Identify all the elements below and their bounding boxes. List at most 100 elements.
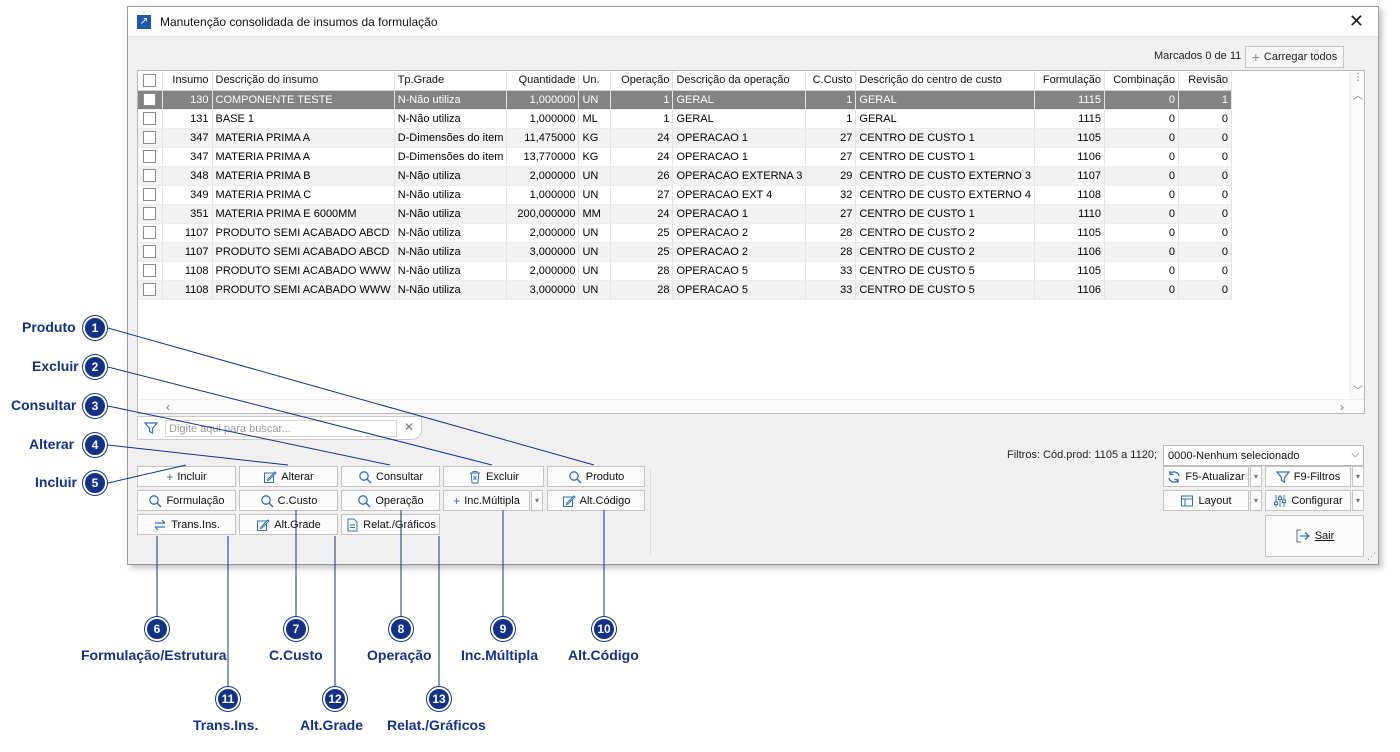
table-cell: N-Não utiliza bbox=[394, 90, 508, 110]
row-checkbox[interactable] bbox=[138, 261, 163, 281]
atualizar-dropdown[interactable]: ▾ bbox=[1250, 466, 1262, 487]
column-header[interactable]: Descrição do insumo bbox=[212, 71, 395, 91]
table-cell: N-Não utiliza bbox=[394, 109, 508, 129]
column-header[interactable]: Un. bbox=[578, 71, 612, 91]
row-checkbox[interactable] bbox=[138, 109, 163, 129]
sair-label: Sair bbox=[1314, 530, 1335, 542]
atualizar-button[interactable]: F5-Atualizar bbox=[1163, 466, 1249, 487]
table-cell: OPERACAO EXT 4 bbox=[672, 185, 807, 205]
operacao-button[interactable]: Operação bbox=[341, 490, 440, 511]
scroll-left-icon[interactable]: ‹ bbox=[166, 400, 170, 414]
row-checkbox[interactable] bbox=[138, 166, 163, 186]
callout-label-alt-codigo: Alt.Código bbox=[568, 647, 639, 663]
divider bbox=[650, 469, 651, 555]
resize-grip-icon[interactable]: ⋰ bbox=[1367, 551, 1376, 561]
row-checkbox[interactable] bbox=[138, 147, 163, 167]
table-cell: 0 bbox=[1178, 109, 1232, 129]
table-cell: 11,475000 bbox=[506, 128, 580, 148]
table-cell: 0 bbox=[1104, 166, 1179, 186]
configurar-label: Configurar bbox=[1291, 494, 1343, 507]
operacao-label: Operação bbox=[375, 494, 424, 507]
excluir-button[interactable]: Excluir bbox=[443, 466, 544, 487]
column-header[interactable]: Insumo bbox=[162, 71, 213, 91]
ccusto-label: C.Custo bbox=[277, 494, 318, 507]
formulacao-button[interactable]: Formulação bbox=[137, 490, 236, 511]
close-button[interactable]: ✕ bbox=[1348, 11, 1364, 31]
row-checkbox[interactable] bbox=[138, 128, 163, 148]
row-checkbox[interactable] bbox=[138, 90, 163, 110]
column-header[interactable]: Operação bbox=[610, 71, 674, 91]
row-checkbox[interactable] bbox=[138, 280, 163, 300]
configurar-dropdown[interactable]: ▾ bbox=[1352, 490, 1364, 511]
alt-codigo-button[interactable]: Alt.Código bbox=[547, 490, 645, 511]
column-header[interactable]: Descrição da operação bbox=[672, 71, 807, 91]
table-cell: 130 bbox=[162, 90, 213, 110]
callout-badge-9: 9 bbox=[491, 617, 515, 641]
clear-search-icon[interactable]: ✕ bbox=[404, 420, 415, 434]
column-header[interactable]: Combinação bbox=[1104, 71, 1179, 91]
scroll-right-icon[interactable]: › bbox=[1340, 400, 1344, 414]
row-checkbox[interactable] bbox=[138, 204, 163, 224]
column-header[interactable]: Formulação bbox=[1034, 71, 1105, 91]
select-all-checkbox[interactable] bbox=[138, 71, 163, 91]
table-cell: 33 bbox=[805, 261, 857, 281]
filtros-dropdown[interactable]: ▾ bbox=[1352, 466, 1364, 487]
search-input[interactable] bbox=[165, 420, 397, 437]
load-all-button[interactable]: + Carregar todos bbox=[1245, 46, 1344, 68]
column-header[interactable]: Descrição do centro de custo bbox=[855, 71, 1035, 91]
excluir-label: Excluir bbox=[485, 470, 519, 483]
row-checkbox[interactable] bbox=[138, 223, 163, 243]
scroll-down-icon[interactable]: ﹀ bbox=[1353, 386, 1363, 397]
inc-multipla-dropdown[interactable]: ▾ bbox=[531, 490, 543, 511]
configurar-button[interactable]: Configurar bbox=[1265, 490, 1351, 511]
column-header[interactable]: Quantidade bbox=[506, 71, 580, 91]
filtros-button[interactable]: F9-Filtros bbox=[1265, 466, 1351, 487]
table-cell: 1105 bbox=[1034, 261, 1105, 281]
table-cell: 1106 bbox=[1034, 242, 1105, 262]
scroll-up-icon[interactable]: ︿ bbox=[1353, 91, 1363, 102]
filter-select-value: 0000-Nenhum selecionado bbox=[1168, 449, 1300, 462]
alt-grade-button[interactable]: Alt.Grade bbox=[239, 514, 338, 535]
table-cell: CENTRO DE CUSTO 5 bbox=[855, 261, 1035, 281]
consultar-button[interactable]: Consultar bbox=[341, 466, 440, 487]
callout-badge-6: 6 bbox=[145, 617, 169, 641]
ccusto-button[interactable]: C.Custo bbox=[239, 490, 338, 511]
table-cell: OPERACAO 5 bbox=[672, 261, 807, 281]
sair-button[interactable]: Sair bbox=[1265, 515, 1364, 557]
row-checkbox[interactable] bbox=[138, 185, 163, 205]
table-cell: UN bbox=[578, 242, 612, 262]
more-options-icon[interactable]: ⋮ bbox=[1353, 72, 1363, 83]
column-header[interactable]: C.Custo bbox=[805, 71, 857, 91]
inc-multipla-button[interactable]: +Inc.Múltipla bbox=[443, 490, 530, 511]
horizontal-scrollbar[interactable]: ‹ › bbox=[138, 399, 1364, 413]
alterar-button[interactable]: Alterar bbox=[239, 466, 338, 487]
vertical-scrollbar[interactable]: ⋮ ︿ ﹀ bbox=[1350, 71, 1364, 413]
incluir-button[interactable]: +Incluir bbox=[137, 466, 236, 487]
layout-button[interactable]: Layout bbox=[1163, 490, 1249, 511]
callout-badge-7: 7 bbox=[284, 617, 308, 641]
row-checkbox[interactable] bbox=[138, 242, 163, 262]
table-cell: UN bbox=[578, 166, 612, 186]
relat-graficos-button[interactable]: Relat./Gráficos bbox=[341, 514, 440, 535]
layout-dropdown[interactable]: ▾ bbox=[1250, 490, 1262, 511]
column-header[interactable]: Revisão bbox=[1178, 71, 1232, 91]
trans-ins-button[interactable]: Trans.Ins. bbox=[137, 514, 236, 535]
table-cell: OPERACAO 5 bbox=[672, 280, 807, 300]
produto-button[interactable]: Produto bbox=[547, 466, 645, 487]
filter-select[interactable]: 0000-Nenhum selecionado ⌵ bbox=[1163, 445, 1364, 466]
column-header[interactable]: Tp.Grade bbox=[394, 71, 508, 91]
table-cell: MATERIA PRIMA E 6000MM bbox=[212, 204, 395, 224]
